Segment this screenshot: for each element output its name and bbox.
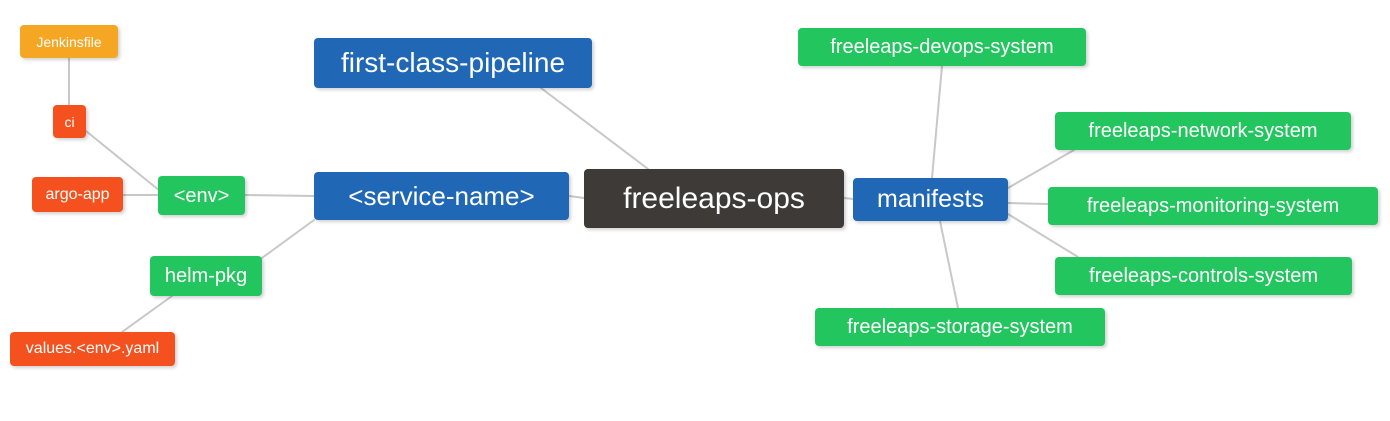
edge-manifests-to-freeleaps-network-system	[1007, 149, 1075, 189]
node-freeleaps-controls-system[interactable]: freeleaps-controls-system	[1055, 257, 1352, 295]
edge-manifests-to-freeleaps-monitoring-system	[1007, 202, 1049, 205]
edge-helm-pkg-to-values-env-yaml	[121, 295, 173, 333]
node-freeleaps-network-system[interactable]: freeleaps-network-system	[1055, 112, 1351, 150]
node-label-env: <env>	[173, 184, 230, 207]
node-label-first-class-pipeline: first-class-pipeline	[340, 47, 566, 78]
node-label-freeleaps-controls-system: freeleaps-controls-system	[1089, 265, 1318, 287]
node-label-manifests: manifests	[877, 185, 984, 213]
node-label-ci: ci	[64, 113, 75, 130]
node-service-name[interactable]: <service-name>	[314, 172, 569, 220]
node-label-freeleaps-monitoring-system: freeleaps-monitoring-system	[1086, 195, 1340, 217]
node-label-freeleaps-network-system: freeleaps-network-system	[1088, 120, 1318, 142]
edge-service-name-to-helm-pkg	[261, 219, 315, 259]
node-label-argo-app: argo-app	[45, 185, 110, 203]
node-argo-app[interactable]: argo-app	[32, 177, 123, 212]
edge-freeleaps-ops-to-manifests	[843, 197, 854, 200]
node-label-jenkinsfile: Jenkinsfile	[36, 33, 102, 50]
edge-service-name-to-freeleaps-ops	[568, 195, 585, 199]
node-ci[interactable]: ci	[53, 105, 86, 138]
edge-env-to-service-name	[244, 194, 315, 197]
node-freeleaps-devops-system[interactable]: freeleaps-devops-system	[798, 28, 1086, 66]
node-label-helm-pkg: helm-pkg	[164, 265, 248, 287]
node-freeleaps-ops[interactable]: freeleaps-ops	[584, 169, 844, 228]
node-manifests[interactable]: manifests	[853, 178, 1008, 221]
edge-manifests-to-freeleaps-storage-system	[939, 220, 959, 309]
node-label-freeleaps-ops: freeleaps-ops	[623, 181, 805, 215]
node-label-freeleaps-devops-system: freeleaps-devops-system	[830, 36, 1054, 58]
node-label-freeleaps-storage-system: freeleaps-storage-system	[847, 316, 1073, 338]
node-env[interactable]: <env>	[158, 176, 245, 215]
node-freeleaps-storage-system[interactable]: freeleaps-storage-system	[815, 308, 1105, 346]
node-first-class-pipeline[interactable]: first-class-pipeline	[314, 38, 592, 88]
node-label-values-env-yaml: values.<env>.yaml	[25, 340, 160, 357]
node-jenkinsfile[interactable]: Jenkinsfile	[20, 25, 118, 58]
node-freeleaps-monitoring-system[interactable]: freeleaps-monitoring-system	[1048, 187, 1378, 225]
node-helm-pkg[interactable]: helm-pkg	[150, 256, 262, 296]
node-label-service-name: <service-name>	[348, 181, 535, 211]
edge-first-class-pipeline-to-freeleaps-ops	[540, 87, 649, 170]
node-values-env-yaml[interactable]: values.<env>.yaml	[10, 332, 175, 366]
edge-manifests-to-freeleaps-devops-system	[931, 65, 943, 179]
